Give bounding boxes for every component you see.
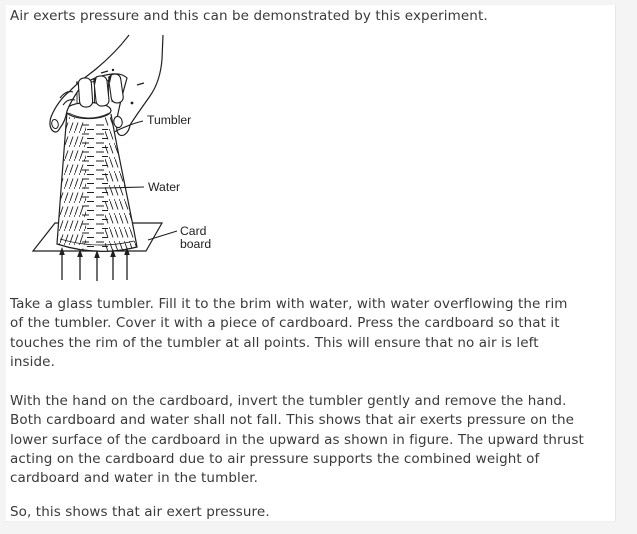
cardboard-pointer-line [147, 230, 178, 241]
thumb-nail [51, 118, 59, 130]
tumbler-label: Tumbler [147, 113, 191, 127]
setup-paragraph: Take a glass tumbler. Fill it to the bri… [10, 296, 568, 370]
conclusion-paragraph: So, this shows that air exert pressure. [10, 504, 270, 520]
figure-labels: Tumbler Water Card board [103, 113, 211, 251]
sketch-marks [100, 70, 145, 86]
finger-nail [113, 115, 123, 129]
hand-drawing [49, 34, 164, 137]
finger-gap-shadow [93, 76, 97, 85]
tumbler-pointer-line [113, 120, 144, 133]
experiment-figure: Tumbler Water Card board [20, 33, 230, 287]
cardboard-label-line1: Card [180, 224, 206, 238]
finger-gap-shadow [108, 74, 112, 83]
water-hatching [57, 117, 137, 251]
water-label: Water [148, 180, 180, 194]
cardboard-label-line2: board [180, 237, 211, 251]
intro-paragraph: Air exerts pressure and this can be demo… [10, 8, 488, 24]
water-pointer-line [103, 186, 145, 189]
tumbler-experiment-drawing: Tumbler Water Card board [31, 34, 211, 281]
air-pressure-arrows [59, 247, 130, 281]
knuckle-lines [59, 91, 76, 106]
result-paragraph: With the hand on the cardboard, invert t… [10, 393, 584, 487]
